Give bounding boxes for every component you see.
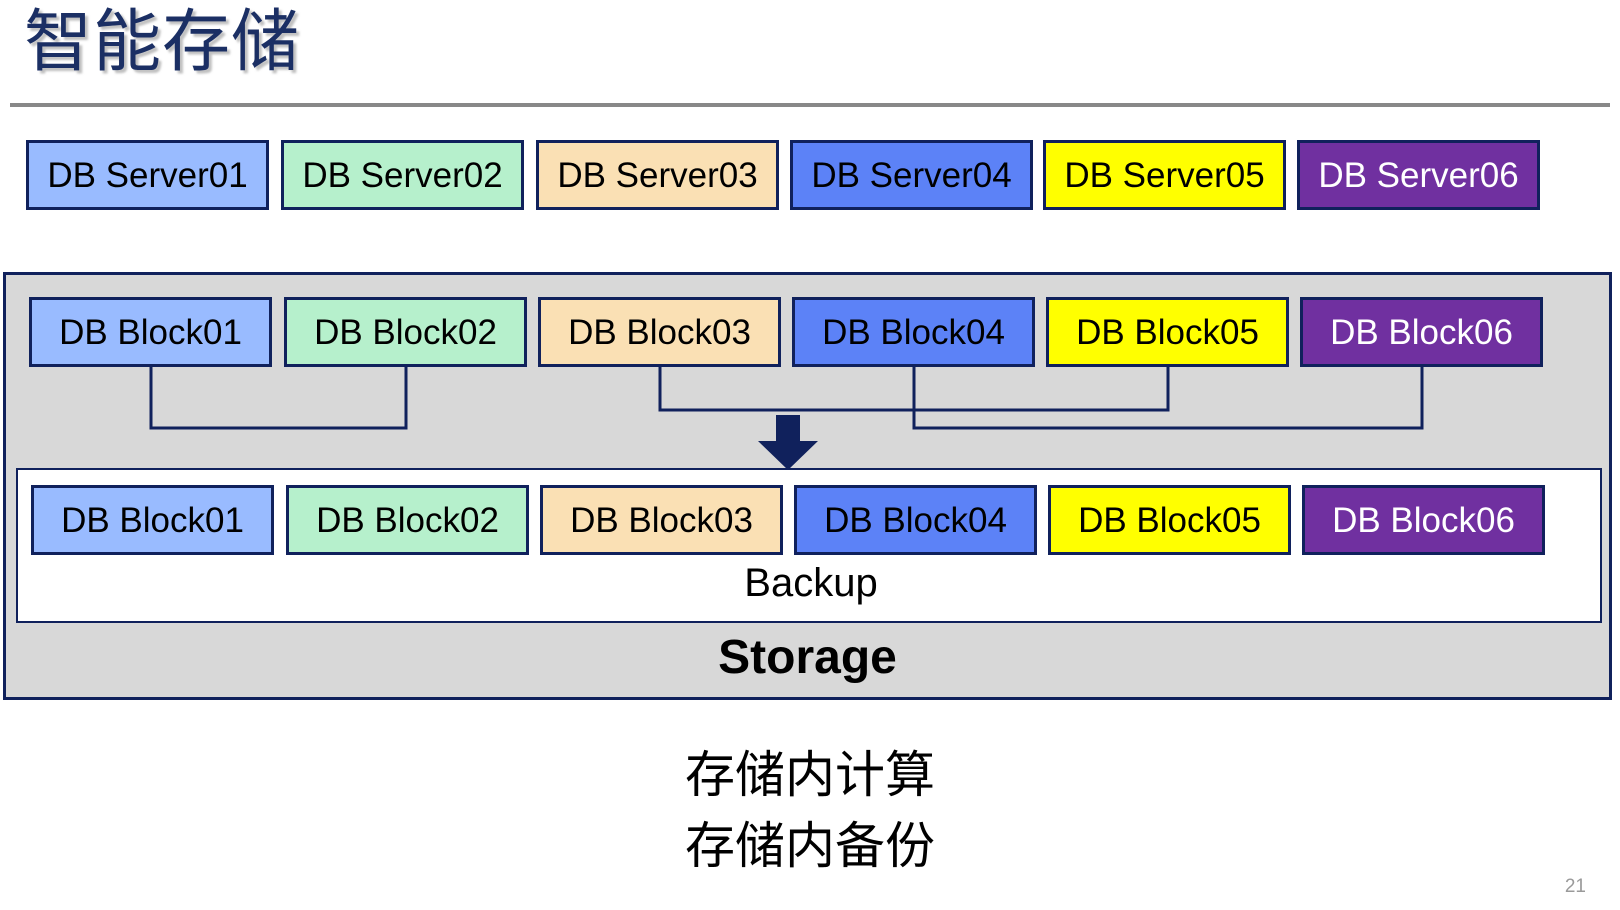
title-divider — [10, 103, 1610, 107]
connector-block01-block02 — [149, 367, 408, 430]
db-block-primary-6: DB Block06 — [1300, 297, 1543, 367]
db-block-backup-label: DB Block01 — [61, 500, 244, 540]
db-block-backup-4: DB Block04 — [794, 485, 1037, 555]
db-block-primary-label: DB Block01 — [59, 312, 242, 352]
db-server-1: DB Server01 — [26, 140, 269, 210]
db-block-primary-label: DB Block05 — [1076, 312, 1259, 352]
caption-line-2: 存储内备份 — [685, 818, 935, 874]
db-server-5: DB Server05 — [1043, 140, 1286, 210]
db-server-label: DB Server04 — [811, 155, 1012, 195]
db-server-label: DB Server05 — [1064, 155, 1265, 195]
connector-block04-block06 — [912, 367, 1424, 430]
connector-block03-block05 — [658, 367, 1170, 412]
db-block-primary-label: DB Block06 — [1330, 312, 1513, 352]
db-block-backup-label: DB Block05 — [1078, 500, 1261, 540]
page-title: 智能存储 — [24, 4, 301, 80]
backup-box: DB Block01 DB Block02 DB Block03 DB Block04… — [16, 468, 1602, 623]
db-block-backup-label: DB Block03 — [570, 500, 753, 540]
down-arrow-icon — [758, 415, 818, 470]
db-block-primary-label: DB Block04 — [822, 312, 1005, 352]
db-server-2: DB Server02 — [281, 140, 524, 210]
page-number: 21 — [1564, 876, 1586, 897]
db-block-primary-3: DB Block03 — [538, 297, 781, 367]
storage-container: DB Block01 DB Block02 DB Block03 DB Block04… — [3, 272, 1612, 700]
db-block-backup-1: DB Block01 — [31, 485, 274, 555]
db-server-6: DB Server06 — [1297, 140, 1540, 210]
db-server-3: DB Server03 — [536, 140, 779, 210]
caption-line-1: 存储内计算 — [685, 747, 935, 803]
storage-label: Storage — [718, 631, 897, 684]
backup-label: Backup — [744, 561, 878, 605]
db-server-label: DB Server03 — [557, 155, 758, 195]
db-block-backup-label: DB Block02 — [316, 500, 499, 540]
db-block-primary-label: DB Block02 — [314, 312, 497, 352]
caption-block: 存储内计算存储内备份 — [0, 740, 1620, 882]
db-block-backup-5: DB Block05 — [1048, 485, 1291, 555]
db-server-label: DB Server02 — [302, 155, 503, 195]
db-block-backup-2: DB Block02 — [286, 485, 529, 555]
db-block-backup-label: DB Block04 — [824, 500, 1007, 540]
db-block-primary-1: DB Block01 — [29, 297, 272, 367]
db-block-backup-3: DB Block03 — [540, 485, 783, 555]
db-server-label: DB Server01 — [47, 155, 248, 195]
db-server-4: DB Server04 — [790, 140, 1033, 210]
db-block-backup-6: DB Block06 — [1302, 485, 1545, 555]
db-block-primary-4: DB Block04 — [792, 297, 1035, 367]
db-block-primary-2: DB Block02 — [284, 297, 527, 367]
db-server-label: DB Server06 — [1318, 155, 1519, 195]
db-block-primary-5: DB Block05 — [1046, 297, 1289, 367]
db-block-backup-label: DB Block06 — [1332, 500, 1515, 540]
db-block-primary-label: DB Block03 — [568, 312, 751, 352]
